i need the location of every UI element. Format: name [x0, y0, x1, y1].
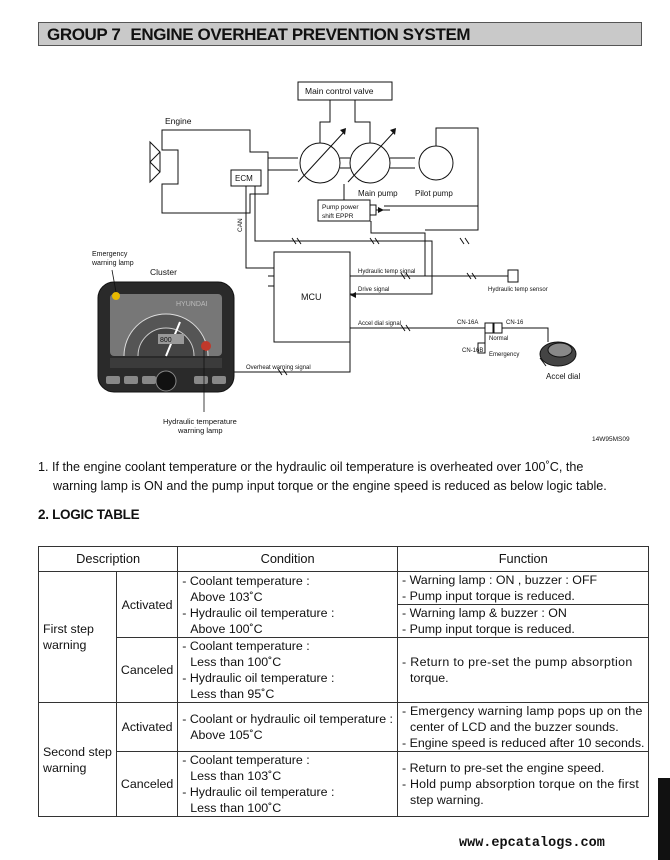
intro-line-1: If the engine coolant temperature or the… — [52, 460, 584, 474]
second-step-activated-state: Activated — [115, 702, 179, 752]
cluster-display-value: 800 — [160, 337, 172, 344]
function-line: - Hold pump absorption torque on the fir… — [402, 777, 640, 791]
second-step-label-1: Second step — [43, 744, 112, 759]
label-pilot-pump: Pilot pump — [415, 189, 453, 198]
function-line: step warning. — [410, 793, 484, 807]
function-line: - Pump input torque is reduced. — [402, 589, 575, 603]
label-hydraulic-temp-signal: Hydraulic temp signal — [358, 269, 415, 275]
accel-dial-illustration — [539, 341, 577, 367]
function-line: - Pump input torque is reduced. — [402, 622, 575, 636]
table-row: First step warning Activated - Coolant t… — [38, 571, 650, 703]
first-step-activated-function: - Warning lamp : ON , buzzer : OFF - Pum… — [396, 571, 650, 638]
figure-code: 14W95MS09 — [592, 436, 630, 443]
label-emergency-lamp-2: warning lamp — [91, 260, 134, 267]
label-cn16: CN-16 — [506, 320, 524, 326]
condition-line: Less than 100˚C — [190, 655, 282, 669]
function-line: torque. — [410, 671, 449, 685]
first-step-canceled-condition: - Coolant temperature : Less than 100˚C … — [177, 637, 398, 703]
condition-line: - Coolant temperature : — [182, 573, 310, 588]
second-step-activated-condition: - Coolant or hydraulic oil temperature :… — [177, 702, 398, 752]
label-overheat-warning-signal: Overheat warning signal — [246, 365, 311, 371]
first-step-canceled-function: - Return to pre-set the pump absorption … — [396, 637, 650, 703]
function-line: - Return to pre-set the engine speed. — [402, 761, 605, 775]
footer-url: www.epcatalogs.com — [459, 836, 605, 851]
label-engine: Engine — [165, 116, 192, 126]
function-line: - Warning lamp & buzzer : ON — [402, 606, 567, 620]
intro-number: 1. — [38, 460, 49, 474]
condition-line: - Hydraulic oil temperature : — [182, 605, 335, 620]
intro-line-2: warning lamp is ON and the pump input to… — [53, 479, 607, 493]
intro-paragraph: 1. If the engine coolant temperature or … — [38, 458, 642, 496]
first-step-canceled-state: Canceled — [115, 637, 179, 703]
second-step-canceled-function: - Return to pre-set the engine speed. - … — [396, 751, 650, 817]
table-row: Canceled - Coolant temperature : Less th… — [39, 637, 650, 703]
label-main-pump: Main pump — [358, 189, 398, 198]
page-title: ENGINE OVERHEAT PREVENTION SYSTEM — [130, 25, 471, 44]
first-step-label-1: First step — [43, 622, 94, 636]
first-step-activated-state: Activated — [115, 571, 179, 638]
condition-line: - Hydraulic oil temperature : — [182, 671, 335, 685]
condition-line: Less than 95˚C — [190, 687, 275, 701]
label-ecm: ECM — [235, 174, 253, 183]
system-diagram: HYUNDAI 800 Main control valve Engine EC… — [91, 81, 630, 443]
second-step-canceled-condition: - Coolant temperature : Less than 103˚C … — [177, 751, 398, 817]
table-row: Second step warning Activated - Coolant … — [38, 702, 650, 817]
condition-line: - Coolant temperature : — [182, 639, 310, 653]
condition-line: Above 105˚C — [190, 728, 263, 742]
label-accel-dial: Accel dial — [546, 372, 580, 381]
label-main-control-valve: Main control valve — [305, 86, 374, 96]
second-step-activated-function: - Emergency warning lamp pops up on the … — [396, 702, 650, 752]
table-row: Canceled - Coolant temperature : Less th… — [39, 751, 650, 817]
label-cn16b: CN-16B — [462, 348, 483, 354]
function-line: center of LCD and the buzzer sounds. — [410, 720, 619, 734]
page-edge-tab — [658, 778, 670, 860]
first-step-label: First step warning — [38, 571, 117, 703]
header-function: Function — [396, 546, 650, 572]
first-step-activated-condition: - Coolant temperature : Above 103˚C - Hy… — [177, 571, 398, 638]
cluster-illustration: HYUNDAI 800 — [97, 281, 235, 393]
condition-line: - Hydraulic oil temperature : — [182, 785, 335, 799]
second-step-label: Second step warning — [38, 702, 117, 817]
function-line: - Engine speed is reduced after 10 secon… — [402, 736, 645, 750]
label-drive-signal: Drive signal — [358, 287, 389, 293]
function-line: - Return to pre-set the pump absorption — [402, 655, 633, 669]
group-label: GROUP 7 — [47, 25, 121, 44]
label-emergency: Emergency — [489, 352, 519, 358]
logic-table: Description Condition Function First ste… — [37, 546, 650, 817]
condition-line: Less than 100˚C — [190, 801, 282, 815]
cluster-brand: HYUNDAI — [176, 301, 208, 308]
label-hydraulic-lamp-1: Hydraulic temperature — [163, 417, 237, 426]
condition-line: Above 100˚C — [190, 621, 263, 636]
condition-line: Above 103˚C — [190, 589, 263, 604]
label-cluster: Cluster — [150, 267, 177, 277]
first-step-label-2: warning — [43, 638, 87, 652]
condition-line: - Coolant temperature : — [182, 753, 310, 767]
label-can: CAN — [237, 218, 244, 232]
function-line: - Emergency warning lamp pops up on the — [402, 704, 643, 718]
function-line: - Warning lamp : ON , buzzer : OFF — [402, 573, 598, 587]
label-hydraulic-lamp-2: warning lamp — [177, 426, 223, 435]
second-step-canceled-state: Canceled — [115, 751, 179, 817]
section-title-bar: GROUP 7 ENGINE OVERHEAT PREVENTION SYSTEM — [38, 22, 642, 46]
section-heading: 2. LOGIC TABLE — [38, 507, 140, 522]
header-description: Description — [37, 546, 179, 572]
label-normal: Normal — [489, 336, 508, 342]
label-cn16a: CN-16A — [457, 320, 478, 326]
label-pump-power: Pump power — [322, 204, 359, 211]
header-condition: Condition — [177, 546, 398, 572]
label-hydraulic-temp-sensor: Hydraulic temp sensor — [488, 287, 548, 293]
label-shift-eppr: shift EPPR — [322, 213, 354, 220]
condition-line: Less than 103˚C — [190, 769, 282, 783]
table-header-row: Description Condition Function — [37, 546, 650, 572]
label-emergency-lamp-1: Emergency — [92, 251, 128, 258]
second-step-label-2: warning — [43, 760, 87, 775]
label-accel-dial-signal: Accel dial signal — [358, 321, 401, 327]
condition-line: - Coolant or hydraulic oil temperature : — [182, 712, 393, 726]
label-mcu: MCU — [301, 292, 322, 302]
